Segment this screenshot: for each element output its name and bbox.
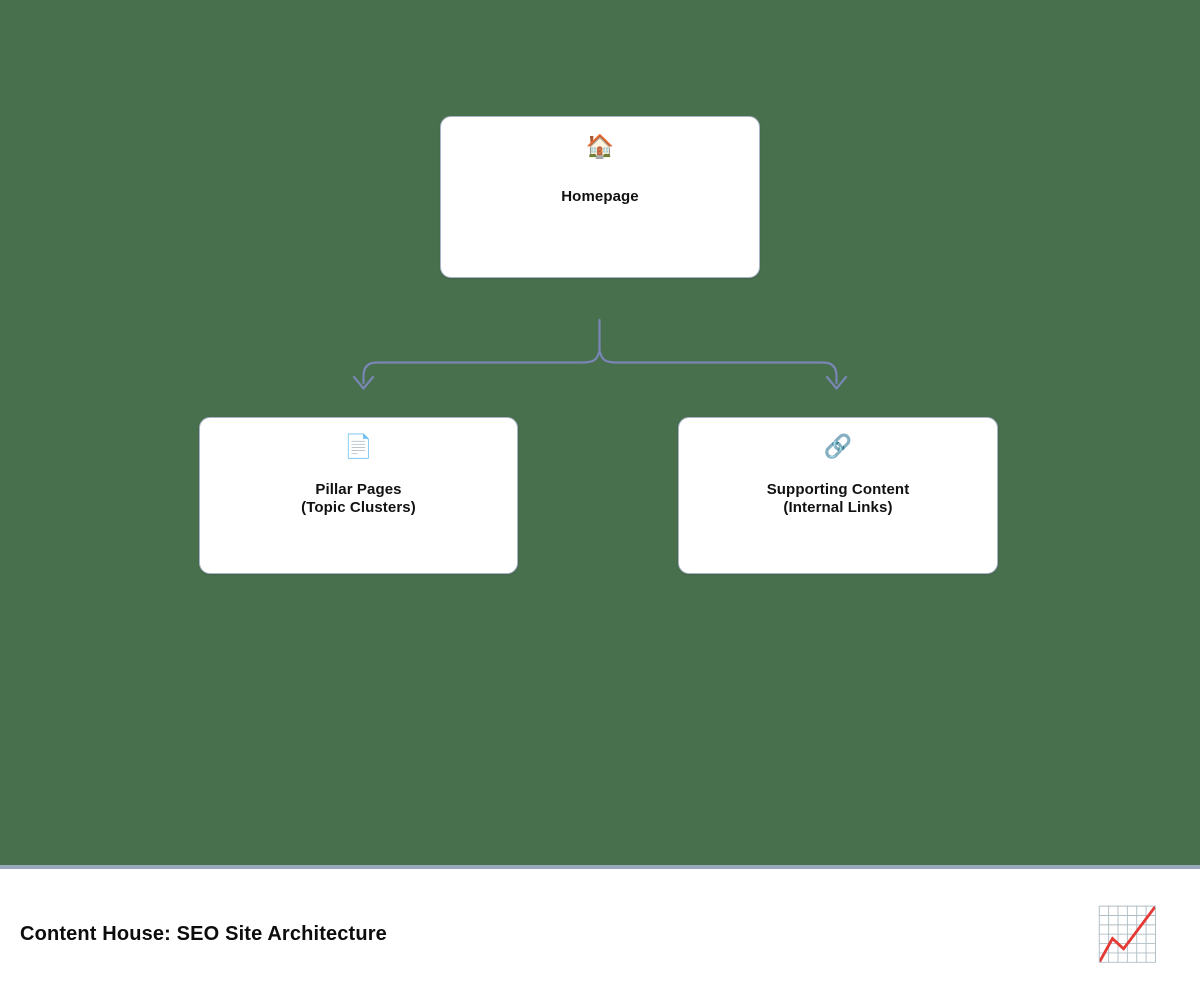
node-pillar-pages-label: Pillar Pages (Topic Clusters) — [301, 481, 416, 517]
page-document-icon: 📄 — [344, 433, 373, 459]
node-supporting-content[interactable]: 🔗 Supporting Content (Internal Links) — [678, 417, 998, 574]
node-homepage-label: Homepage — [561, 188, 639, 205]
node-homepage[interactable]: 🏠 Homepage — [440, 116, 760, 278]
arrowhead-left — [352, 375, 375, 390]
connector-branch-right — [598, 350, 838, 385]
node-pillar-pages[interactable]: 📄 Pillar Pages (Topic Clusters) — [199, 417, 518, 574]
footer-bar: Content House: SEO Site Architecture 📈 — [0, 869, 1200, 1000]
arrowhead-right — [825, 375, 848, 390]
connector-branch-left — [362, 350, 601, 385]
link-chain-icon: 🔗 — [823, 433, 853, 459]
house-icon: 🏠 — [585, 133, 615, 159]
node-supporting-content-label: Supporting Content (Internal Links) — [766, 481, 910, 517]
page-title: Content House: SEO Site Architecture — [20, 923, 387, 945]
footer-divider — [0, 865, 1200, 869]
chart-increasing-icon: 📈 — [1095, 905, 1160, 964]
diagram-canvas: 🏠 Homepage 📄 Pillar Pages (Topic Cluster… — [0, 0, 1200, 865]
